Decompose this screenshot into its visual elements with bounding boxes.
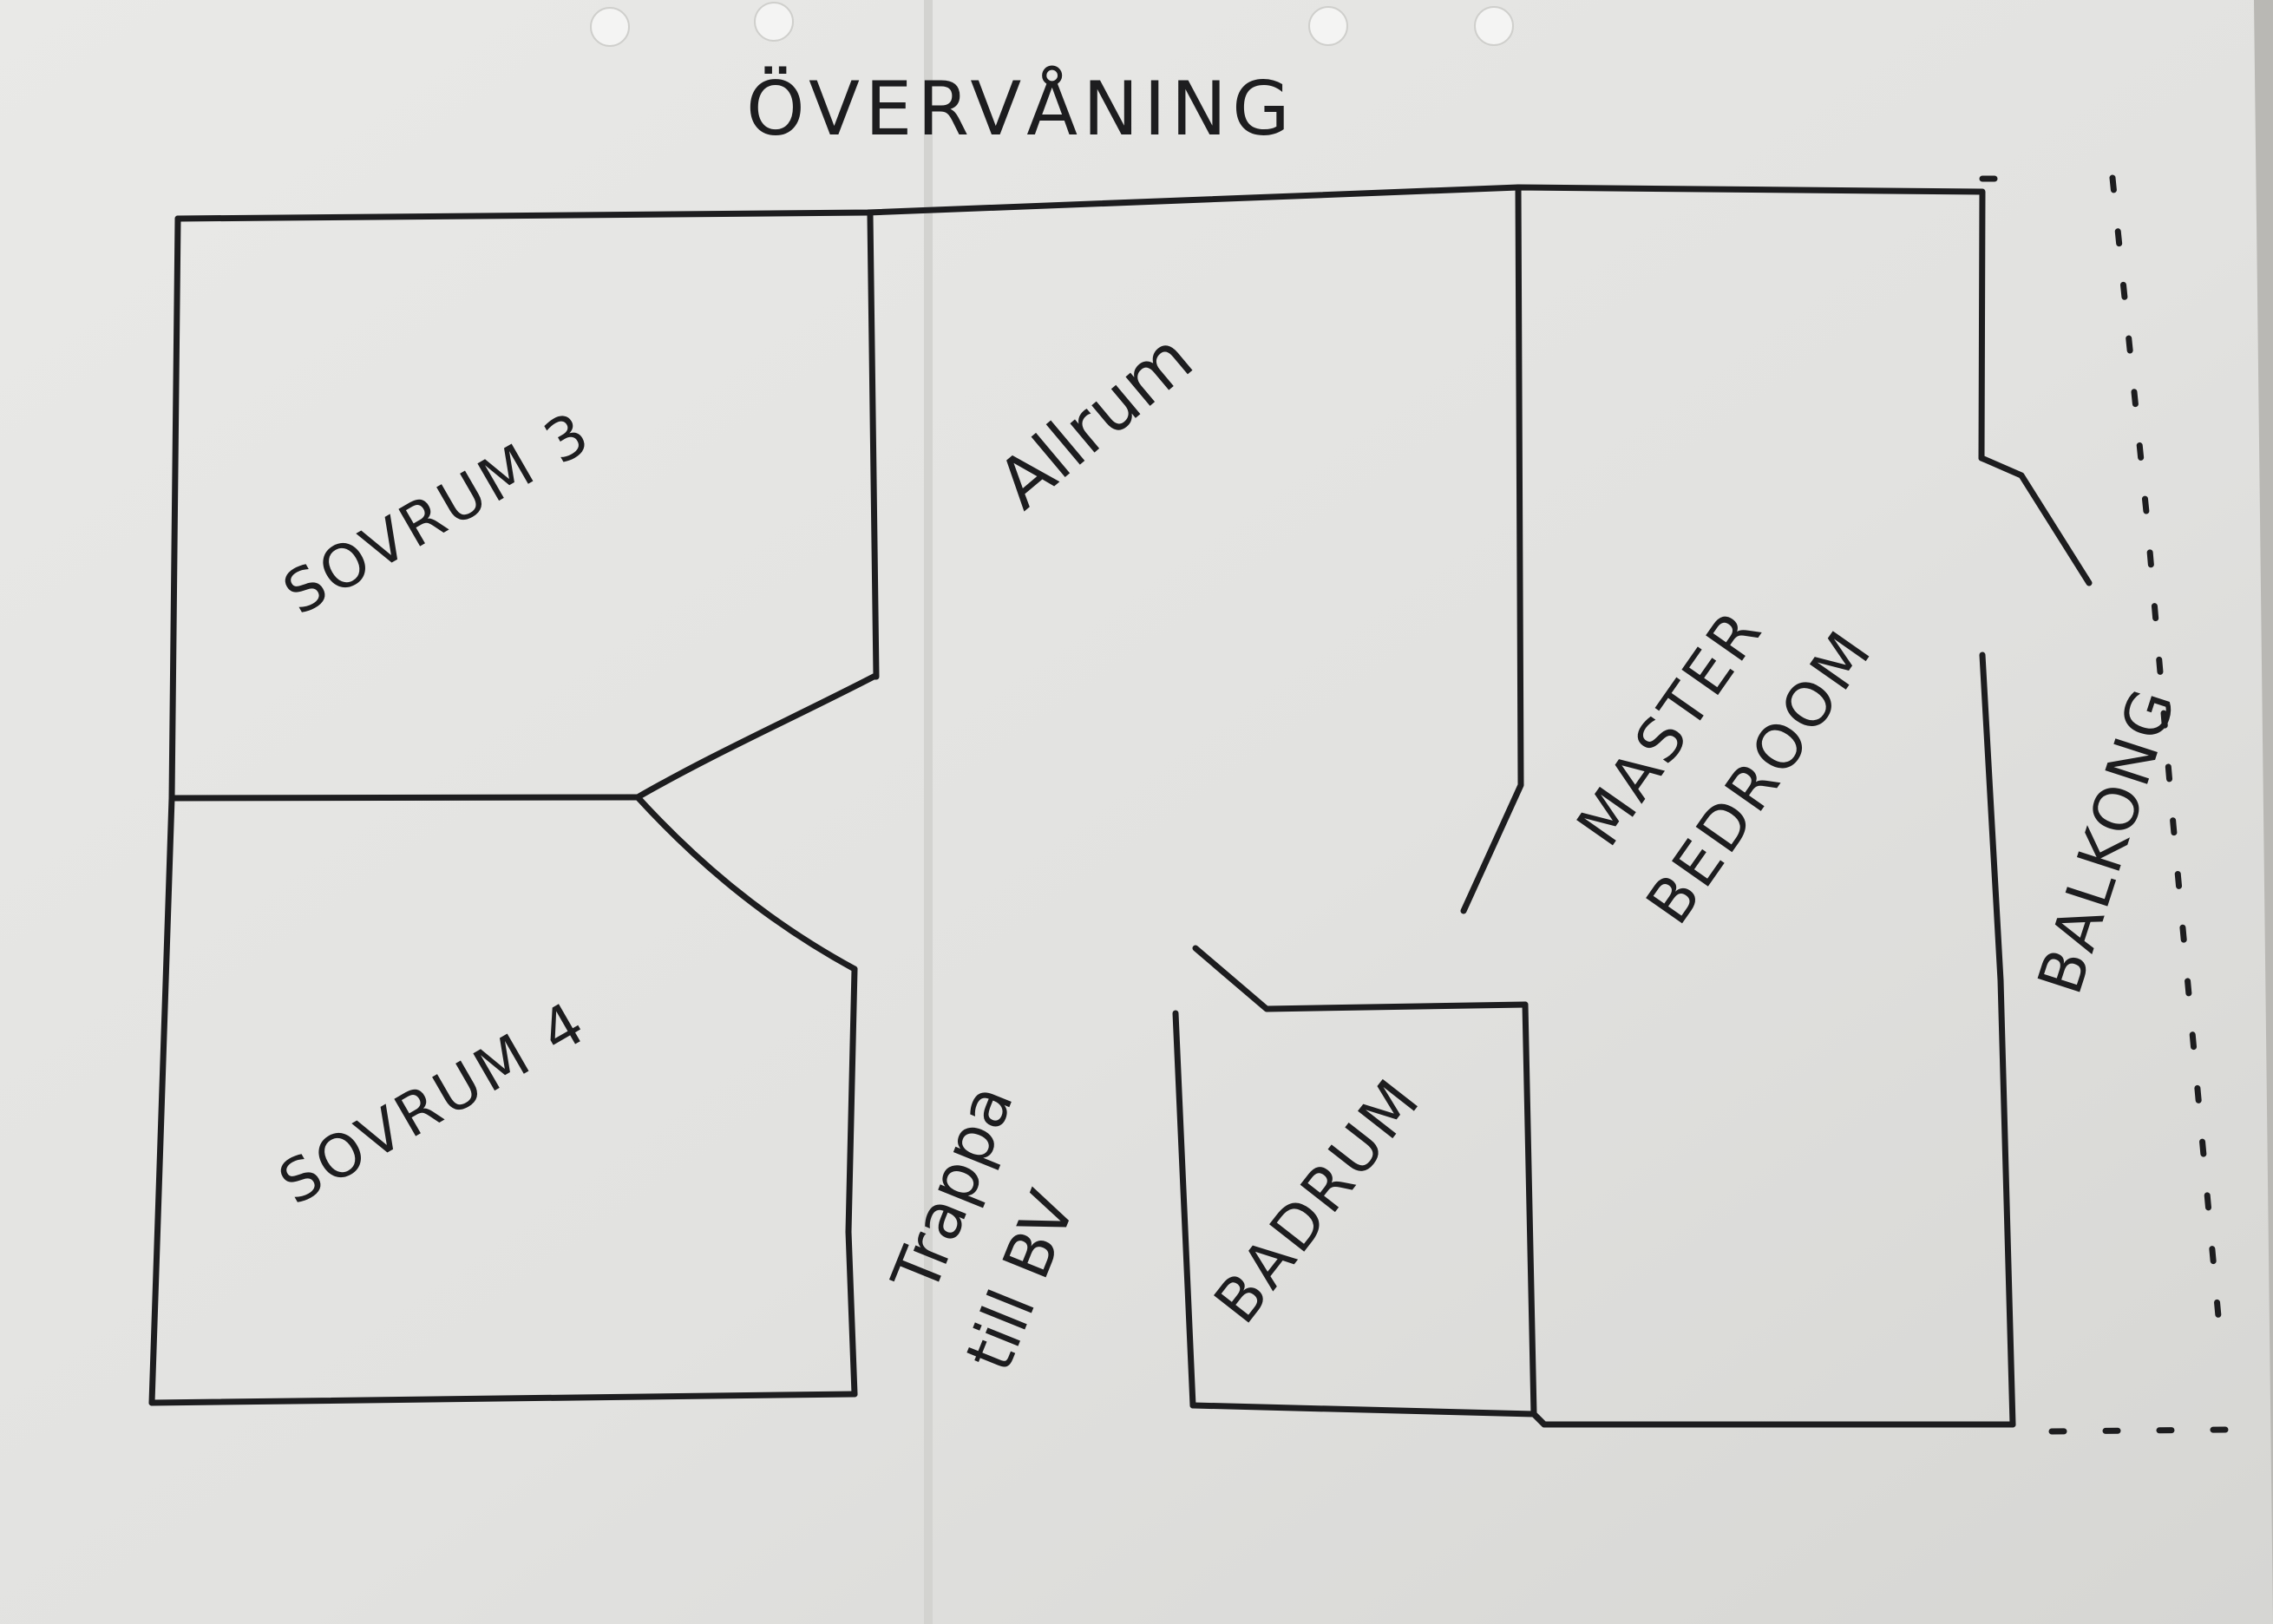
wall-bottom-right (1530, 1411, 1548, 1428)
wall-badrum-south (1189, 1402, 1537, 1418)
plan-title: ÖVERVÅNING (746, 65, 1295, 153)
wall-sovrum4-east (845, 966, 858, 1398)
door-sovrum4 (634, 794, 858, 972)
punch-hole (1474, 6, 1514, 46)
punch-hole (590, 7, 630, 47)
balkong-outline (1979, 174, 2233, 1435)
wall-badrum-west (1172, 1010, 1196, 1409)
wall-bottom-left (148, 1391, 858, 1406)
punch-holes (590, 2, 1514, 47)
door-badrum (1192, 945, 1529, 1012)
wall-master-east-north (1978, 455, 2093, 586)
door-sovrum3 (634, 673, 877, 801)
wall-master-west (1460, 184, 1524, 914)
wall-badrum-east (1522, 1001, 1537, 1418)
punch-hole (754, 2, 794, 42)
balkong-east-dashes (2109, 174, 2224, 1348)
wall-master-east (1979, 652, 2016, 1428)
punch-hole (1308, 6, 1348, 46)
wall-sovrum3-south (168, 794, 641, 802)
walls (148, 184, 2093, 1428)
